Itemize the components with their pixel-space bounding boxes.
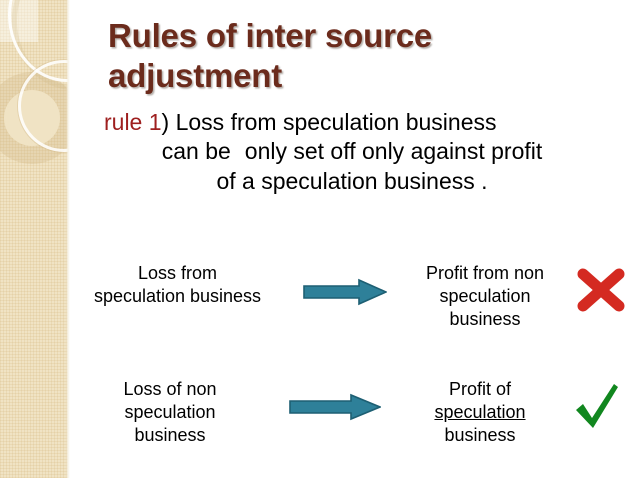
row-1-mark-cell [565, 262, 637, 314]
right-arrow-icon [289, 393, 381, 421]
diagram-row: Loss of non speculation business Profit … [70, 378, 638, 447]
sidebar-edge-fade [66, 0, 70, 478]
row-2-left-label: Loss of non speculation business [70, 378, 270, 447]
row-1-right-line-2: speculation [439, 286, 531, 307]
rule-label: rule 1 [104, 109, 162, 135]
row-1-arrow-cell [285, 262, 405, 306]
page-title: Rules of inter source adjustment [108, 17, 433, 95]
row-2-right-line-1: Profit of [448, 379, 512, 399]
row-1-right-label: Profit from non speculation business [405, 262, 565, 331]
rule-line-2: can be only set off only against profit [92, 137, 612, 166]
row-2-mark-cell [560, 378, 632, 434]
rule-line-2-a: can be [161, 138, 231, 165]
rule-line-1: rule 1) Loss from speculation business [92, 108, 612, 137]
row-2-left-line-1: Loss of non [123, 379, 217, 399]
row-2-right-line-2: speculation [434, 402, 526, 423]
row-2-right-label: Profit of speculation business [400, 378, 560, 447]
row-1-left-line-2: speculation business [93, 286, 262, 307]
right-arrow-icon [303, 278, 387, 306]
rule-line-3: of a speculation business . [216, 167, 488, 194]
row-2-right-line-3: business [444, 425, 516, 446]
cross-mark-icon [577, 268, 625, 312]
row-1-right-line-3: business [449, 309, 521, 330]
rule-paragraph: rule 1) Loss from speculation business c… [92, 108, 612, 196]
row-1-left-line-1: Loss from [137, 263, 218, 283]
row-2-left-line-3: business [134, 425, 206, 446]
row-1-left-label: Loss from speculation business [70, 262, 285, 308]
row-2-left-line-2: speculation [124, 402, 216, 423]
rule-line-2-b: only set off only against profit [244, 138, 543, 165]
row-2-arrow-cell [270, 378, 400, 422]
decorative-sidebar [0, 0, 70, 478]
check-mark-icon [576, 384, 618, 428]
rule-line-1-rest: ) Loss from speculation business [161, 109, 497, 135]
diagram-row: Loss from speculation business Profit fr… [70, 262, 638, 331]
row-1-right-line-1: Profit from non [425, 263, 545, 283]
